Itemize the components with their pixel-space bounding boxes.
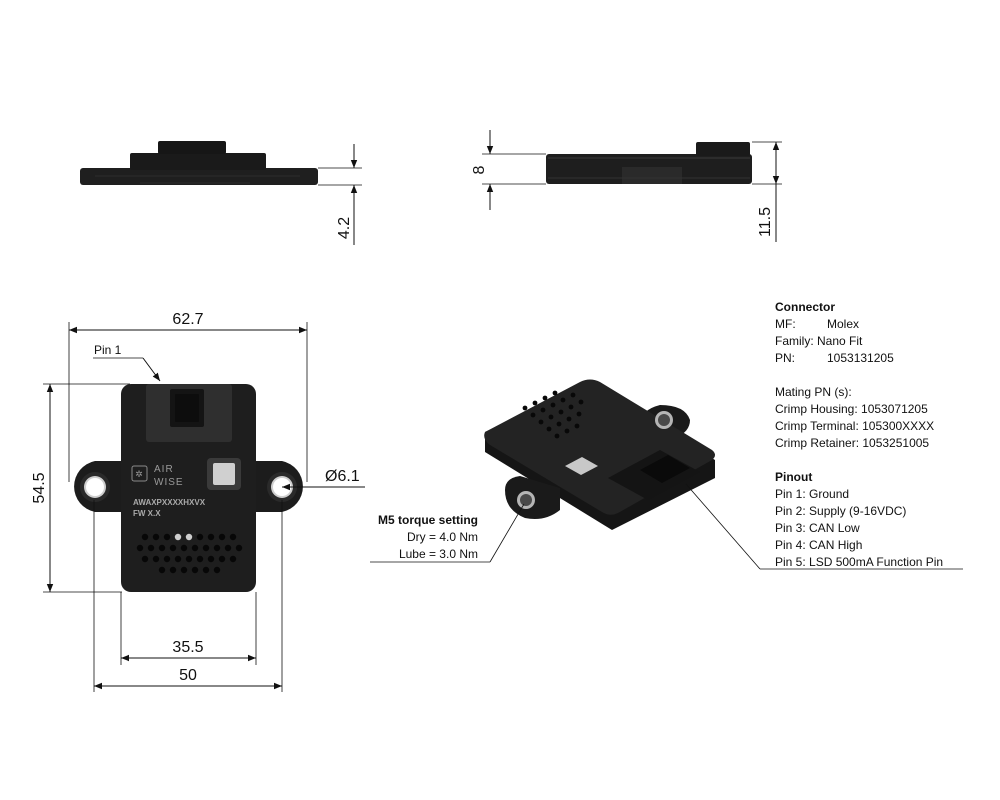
firmware-marking: FW X.X (133, 509, 161, 518)
end-height-dimension: 8 (471, 130, 546, 210)
overall-width-label: 62.7 (172, 311, 203, 328)
front-view: ✲ AIR WISE AWAXPXXXXHXVX FW X.X (74, 384, 303, 592)
hole-diameter-dimension: Ø6.1 (282, 468, 365, 491)
pinout-pin-3: Pin 3: CAN Low (775, 521, 860, 535)
pin1-label: Pin 1 (94, 343, 122, 357)
torque-dry: Dry = 4.0 Nm (407, 530, 478, 544)
logo-text-wise: WISE (154, 477, 184, 488)
side-view (80, 141, 318, 185)
pinout-pin-1: Pin 1: Ground (775, 487, 849, 501)
mount-width-label: 50 (179, 667, 197, 684)
vent-holes (136, 533, 243, 574)
connector-family: Family: Nano Fit (775, 334, 863, 348)
end-total-height-dimension: 11.5 (752, 141, 782, 242)
pinout-spec: Pinout Pin 1: Ground Pin 2: Supply (9-16… (775, 470, 943, 569)
pin1-callout: Pin 1 (93, 343, 161, 382)
pinout-pin-5: Pin 5: LSD 500mA Function Pin (775, 555, 943, 569)
pinout-pin-4: Pin 4: CAN High (775, 538, 862, 552)
pinout-title: Pinout (775, 470, 812, 484)
torque-annotation: M5 torque setting Dry = 4.0 Nm Lube = 3.… (378, 513, 478, 561)
logo-box-icon (131, 465, 148, 482)
side-height-dimension: 4.2 (318, 144, 362, 245)
connector-title: Connector (775, 300, 835, 314)
body-height-dimension: 54.5 (31, 383, 130, 593)
connector-mf-label: MF: (775, 317, 796, 331)
mating-spec: Mating PN (s): Crimp Housing: 1053071205… (775, 385, 934, 450)
torque-lube: Lube = 3.0 Nm (399, 547, 478, 561)
body-width-label: 35.5 (172, 639, 203, 656)
overall-width-dimension: 62.7 (68, 311, 308, 482)
svg-text:✲: ✲ (135, 469, 144, 479)
connector-mf-value: Molex (827, 317, 859, 331)
iso-vent-holes (522, 390, 584, 439)
end-total-height-label: 11.5 (757, 207, 774, 237)
side-height-label: 4.2 (336, 217, 353, 239)
mating-terminal: Crimp Terminal: 105300XXXX (775, 419, 934, 433)
mating-retainer: Crimp Retainer: 1053251005 (775, 436, 929, 450)
torque-title: M5 torque setting (378, 513, 478, 527)
connector-pn-value: 1053131205 (827, 351, 894, 365)
side-view-body (130, 153, 266, 170)
end-height-label: 8 (471, 165, 488, 174)
body-width-dimension: 35.5 (120, 592, 257, 665)
pinout-pin-2: Pin 2: Supply (9-16VDC) (775, 504, 906, 518)
connector-pn-label: PN: (775, 351, 795, 365)
hole-diameter-label: Ø6.1 (325, 468, 360, 485)
connector-spec: Connector MF: Molex Family: Nano Fit PN:… (775, 300, 894, 365)
torque-leader (370, 503, 525, 563)
mating-housing: Crimp Housing: 1053071205 (775, 402, 928, 416)
pinout-leader (685, 483, 963, 570)
side-view-connector (158, 141, 226, 154)
isometric-view (484, 379, 715, 530)
part-number-marking: AWAXPXXXXHXVX (133, 498, 206, 507)
end-view (546, 142, 752, 184)
iso-sensor-window (565, 457, 598, 475)
mating-title: Mating PN (s): (775, 385, 852, 399)
body-height-label: 54.5 (31, 472, 48, 503)
logo-text-air: AIR (154, 464, 174, 475)
mount-width-dimension: 50 (93, 500, 283, 692)
